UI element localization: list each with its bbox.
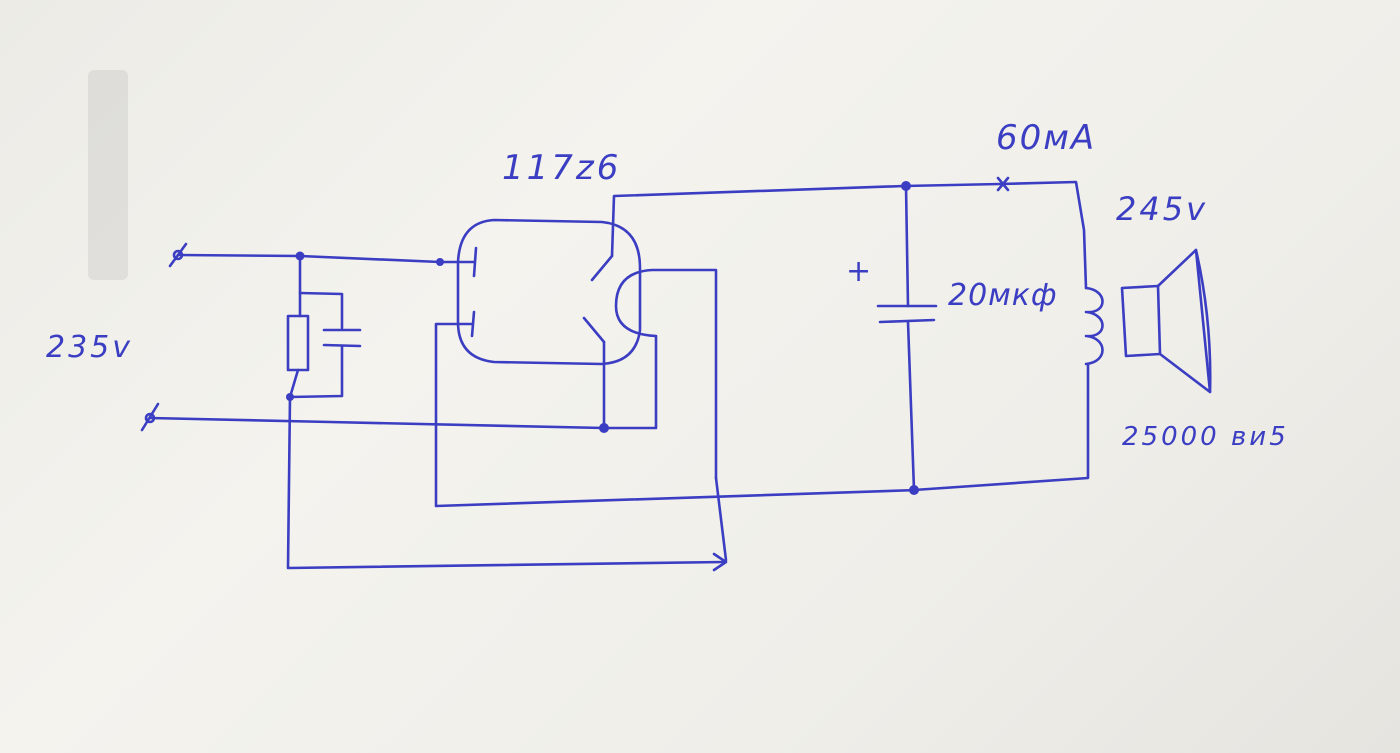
wire-heater-return (714, 476, 728, 562)
wire-bottom-input (148, 334, 658, 430)
wire-grid-return (434, 322, 920, 508)
resistance-label: 25000 ви5 (1122, 422, 1289, 452)
input-rc-network (286, 254, 362, 401)
input-voltage-label: 235v (46, 330, 134, 365)
bleed-through-mark (88, 70, 128, 280)
output-voltage-label: 245v (1116, 190, 1209, 228)
capacitor-label: 20мкф (948, 278, 1058, 313)
tube-label: 117z6 (502, 148, 622, 188)
loudspeaker-icon (1120, 248, 1212, 394)
arrow-head (712, 552, 728, 572)
wire-top-output (902, 180, 1088, 290)
wire-top-input (176, 253, 442, 264)
current-test-point-icon (996, 176, 1010, 192)
current-label: 60мА (996, 118, 1097, 158)
wire-lower-return (286, 395, 726, 570)
filter-capacitor (876, 184, 938, 492)
speaker-coil (1084, 286, 1104, 366)
polarity-plus-label: + (846, 254, 872, 289)
rectifier-tube (438, 184, 906, 480)
wire-bottom-output (912, 362, 1090, 492)
